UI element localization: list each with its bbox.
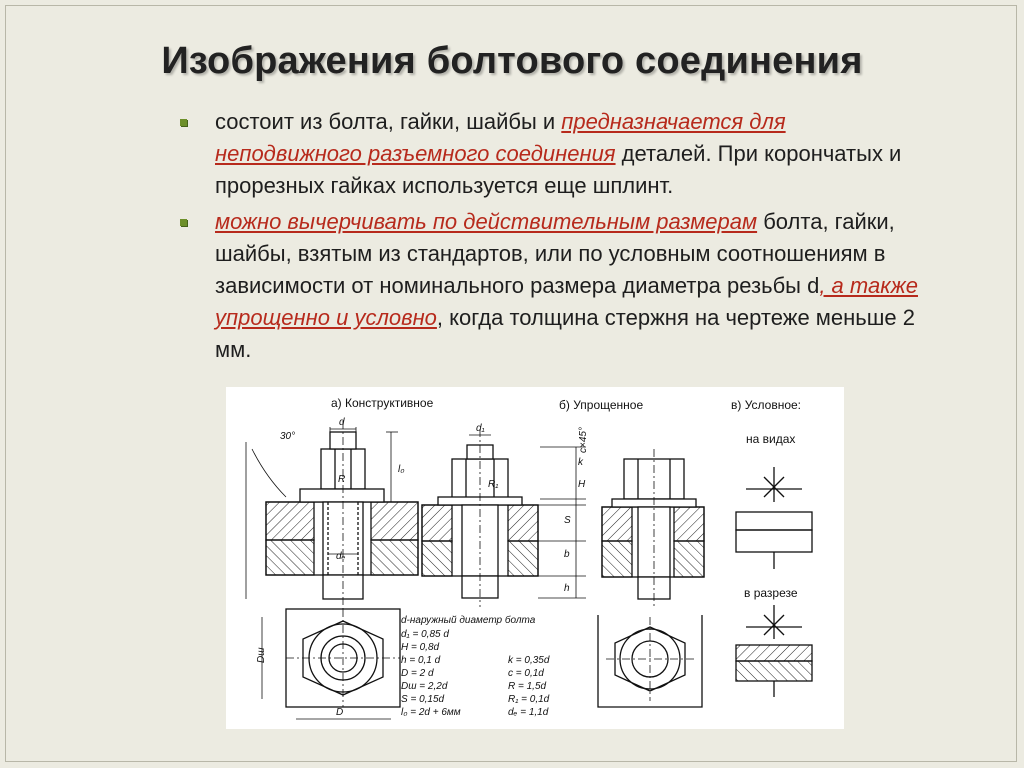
bolt-connection-drawing: а) Конструктивное б) Упрощенное в) Услов… xyxy=(226,387,844,729)
caption-constructive: а) Конструктивное xyxy=(331,396,434,410)
dim-label-de: dₑ xyxy=(336,551,346,562)
dim-label-h: h xyxy=(564,583,570,594)
bullet-2-text-b: , когда толщина стержня на чертеже меньш… xyxy=(215,305,916,362)
caption-in-section: в разрезе xyxy=(744,586,798,600)
caption-simplified: б) Упрощенное xyxy=(559,398,643,412)
bullet-item-1: состоит из болта, гайки, шайбы и предназ… xyxy=(178,106,938,202)
bullet-square-icon xyxy=(180,119,187,126)
bullet-2-highlight-a: можно вычерчивать по действительным разм… xyxy=(215,209,758,234)
bullet-square-icon xyxy=(180,219,187,226)
caption-conventional: в) Условное: xyxy=(731,398,801,412)
formula-right-4: R₁ = 0,1d xyxy=(508,694,550,705)
dim-label-c: c×45° xyxy=(578,427,589,453)
formula-block: d-наружный диаметр болта d₁ = 0,85 d H =… xyxy=(401,614,550,718)
dim-label-b: b xyxy=(564,549,570,560)
slide-frame xyxy=(5,5,1017,762)
dim-label-s: S xyxy=(564,515,571,526)
simplified-side-view-left xyxy=(421,429,586,607)
dim-label-r: R xyxy=(338,474,345,485)
bullet-2-text-a: болта, гайки, шайбы, взятым из стандарто… xyxy=(215,209,895,298)
dim-label-l0: l₀ xyxy=(398,464,404,475)
dim-label-d1: d₁ xyxy=(476,423,485,434)
conventional-section xyxy=(735,605,813,697)
formula-header: d-наружный диаметр болта xyxy=(401,614,536,626)
conventional-view xyxy=(735,467,813,569)
formula-left-4: D = 2 d xyxy=(401,668,434,679)
formula-right-3: R = 1,5d xyxy=(508,681,547,692)
bullet-1-highlight: предназначается для неподвижного разъемн… xyxy=(215,109,786,166)
bullet-list: состоит из болта, гайки, шайбы и предназ… xyxy=(178,106,938,370)
constructive-side-view xyxy=(245,421,419,609)
formula-left-6: S = 0,15d xyxy=(401,694,445,705)
formula-left-2: H = 0,8d xyxy=(401,642,440,653)
bullet-1-text-b: деталей. При корончатых и прорезных гайк… xyxy=(215,141,902,198)
dim-label-r1: R₁ xyxy=(488,479,498,490)
dim-label-d: d xyxy=(339,417,345,428)
dim-label-dsh: Dш xyxy=(256,647,267,663)
dim-label-bigd: D xyxy=(336,707,343,718)
constructive-plan-view xyxy=(261,608,401,720)
formula-right-1: k = 0,35d xyxy=(508,655,550,666)
dim-label-h-nut: H xyxy=(578,479,586,490)
formula-left-7: l₀ = 2d + 6мм xyxy=(401,707,461,718)
caption-in-views: на видах xyxy=(746,432,795,446)
formula-left-3: h = 0,1 d xyxy=(401,655,441,666)
formula-left-5: Dш = 2,2d xyxy=(401,681,448,692)
formula-right-2: c = 0,1d xyxy=(508,668,544,679)
bullet-2-highlight-b: , а также упрощенно и условно xyxy=(215,273,918,330)
slide-title: Изображения болтового соединения xyxy=(161,40,863,82)
simplified-side-view-right xyxy=(601,449,705,609)
dim-label-k: k xyxy=(578,457,584,468)
formula-right-5: dₑ = 1,1d xyxy=(508,707,549,718)
formula-left-1: d₁ = 0,85 d xyxy=(401,629,449,640)
bullet-item-2: можно вычерчивать по действительным разм… xyxy=(178,206,938,366)
dim-label-angle: 30° xyxy=(280,431,295,442)
bullet-1-text-a: состоит из болта, гайки, шайбы и xyxy=(215,109,562,134)
simplified-plan-view xyxy=(597,615,703,708)
